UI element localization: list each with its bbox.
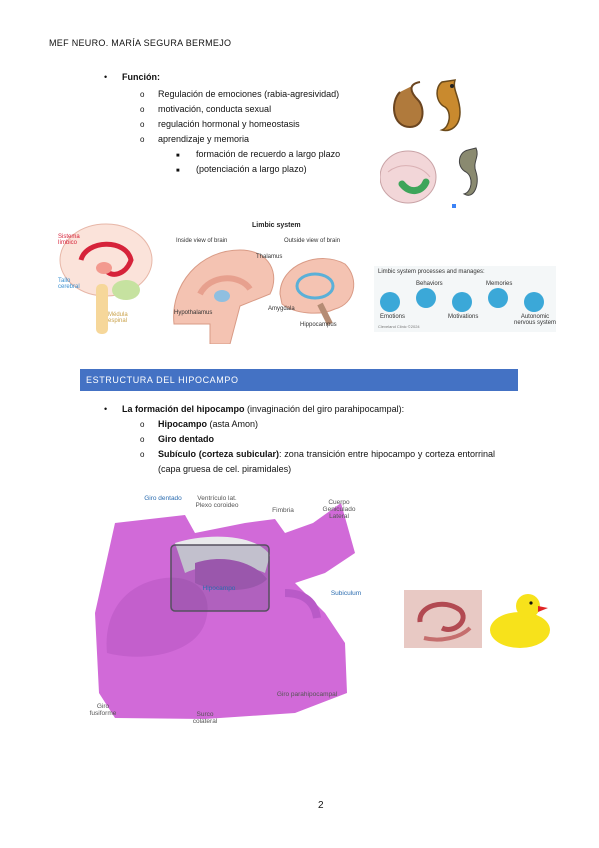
process-autonomic: Autonomic nervous system xyxy=(514,314,557,326)
tallo-cerebral-label: Tallo cerebral xyxy=(58,278,80,290)
list-item: o Hipocampo (asta Amon) xyxy=(140,419,259,429)
hypothalamus-label: Hypothalamus xyxy=(174,310,213,316)
list-item: o Subículo (corteza subicular): zona tra… xyxy=(140,449,495,474)
list-item: o motivación, conducta sexual xyxy=(140,104,272,114)
sistema-limbico-label: Sistema límbico xyxy=(58,234,80,246)
process-motivations: Motivations xyxy=(448,314,479,320)
list-item: o Giro dentado xyxy=(140,434,214,444)
surco-colateral-label: Surco colateral xyxy=(192,711,218,725)
formacion-rest: (invaginación del giro parahipocampal): xyxy=(244,404,405,414)
limbic-processes-image: Limbic system processes and manages: Beh… xyxy=(374,266,556,332)
fimbria-label: Fimbria xyxy=(272,507,294,514)
funcion-label: Función: xyxy=(122,72,160,82)
process-memories: Memories xyxy=(486,281,513,287)
limbic-title: Limbic system xyxy=(252,222,301,229)
credit: Cleveland Clinic ©2024 xyxy=(378,324,420,329)
list-item: o aprendizaje y memoria xyxy=(140,134,250,144)
limbic-system-diagram: Limbic system Inside view of brain Outsi… xyxy=(170,222,360,344)
limbic-left-image: Sistema límbico Tallo cerebral Médula es… xyxy=(56,220,156,340)
inside-view-label: Inside view of brain xyxy=(176,238,228,244)
cuerpo-geniculado-label: Cuerpo Geniculado Lateral xyxy=(322,499,356,520)
formacion-list: o Hipocampo (asta Amon) o Giro dentado o… xyxy=(140,417,495,477)
hippocampus-duck-image xyxy=(404,590,550,648)
page-header: MEF NEURO. MARÍA SEGURA BERMEJO xyxy=(49,38,232,48)
process-emotions: Emotions xyxy=(380,314,406,320)
thalamus-label: Thalamus xyxy=(256,254,283,260)
hippocampus-label: Hippocampus xyxy=(300,322,337,328)
giro-parahipocampal-label: Giro parahipocampal xyxy=(276,691,338,698)
sub-list-item: ■ formación de recuerdo a largo plazo xyxy=(176,149,341,159)
hippocampus-histology-image: Giro dentado Ventrículo lat. Plexo coroi… xyxy=(85,493,385,733)
giro-fusiforme-label: Giro fusiforme xyxy=(89,703,117,717)
process-behaviors: Behaviors xyxy=(416,281,443,287)
processes-title: Limbic system processes and manages: xyxy=(378,269,485,275)
amygdala-label: Amygdala xyxy=(268,306,295,312)
sub-list-item: ■ (potenciación a largo plazo) xyxy=(176,164,307,174)
seahorse-hippocampus-image xyxy=(380,79,478,208)
hipocampo-label: Hipocampo xyxy=(202,585,236,592)
page-number: 2 xyxy=(318,800,324,811)
subiculum-label: Subiculum xyxy=(330,590,362,597)
formacion-bold: La formación del hipocampo xyxy=(122,404,245,414)
list-item: o Regulación de emociones (rabia-agresiv… xyxy=(140,89,340,99)
outside-view-label: Outside view of brain xyxy=(284,238,341,244)
bullet-dot: • xyxy=(104,72,108,82)
giro-dentado-label: Giro dentado xyxy=(144,495,182,502)
list-item: o regulación hormonal y homeostasis xyxy=(140,119,300,129)
ventriculo-label: Ventrículo lat. Plexo coroideo xyxy=(195,495,239,509)
funcion-list: o Regulación de emociones (rabia-agresiv… xyxy=(140,87,352,177)
section-header: ESTRUCTURA DEL HIPOCAMPO xyxy=(80,369,518,391)
medula-label: Médula espinal xyxy=(108,312,128,324)
